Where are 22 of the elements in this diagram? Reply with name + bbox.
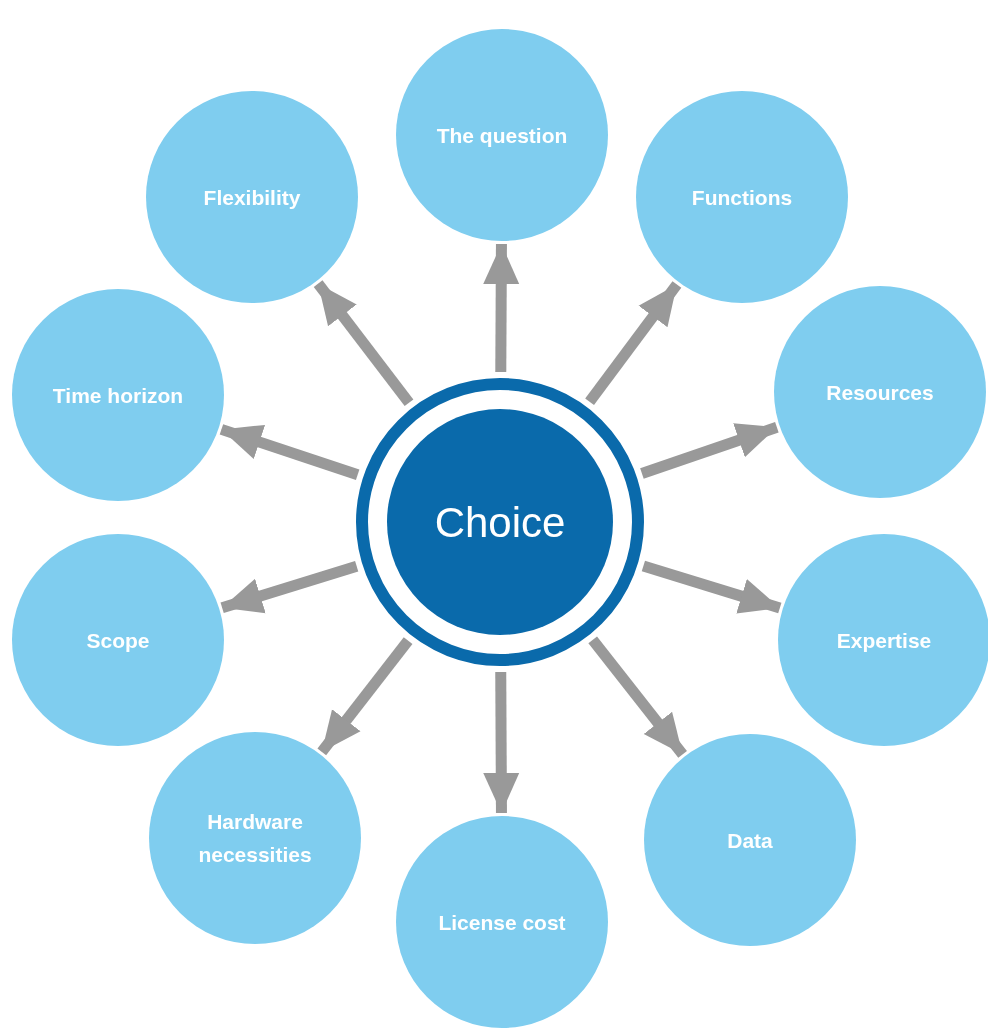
circle-label: The question bbox=[436, 122, 568, 149]
circle-label: Scope bbox=[86, 627, 150, 654]
arrow bbox=[313, 280, 414, 407]
circle-label: License cost bbox=[438, 909, 566, 936]
arrow bbox=[483, 672, 520, 814]
arrow bbox=[317, 637, 413, 756]
circle-label: Resources bbox=[826, 379, 934, 406]
circle-label: Choice bbox=[434, 505, 566, 539]
circle-label: Expertise bbox=[836, 627, 932, 654]
arrow bbox=[220, 561, 359, 614]
circle-label: Flexibility bbox=[203, 184, 301, 211]
arrow bbox=[640, 422, 779, 479]
arrow bbox=[483, 243, 520, 372]
arrow bbox=[585, 281, 682, 405]
circle-label: Functions bbox=[691, 184, 793, 211]
arrow bbox=[588, 636, 687, 758]
arrow bbox=[219, 424, 360, 480]
circle-label: Hardware necessities bbox=[197, 809, 313, 868]
circle-label: Data bbox=[727, 827, 773, 854]
circle-label: Time horizon bbox=[52, 382, 184, 409]
arrow bbox=[641, 560, 782, 614]
center-circle bbox=[355, 377, 645, 667]
